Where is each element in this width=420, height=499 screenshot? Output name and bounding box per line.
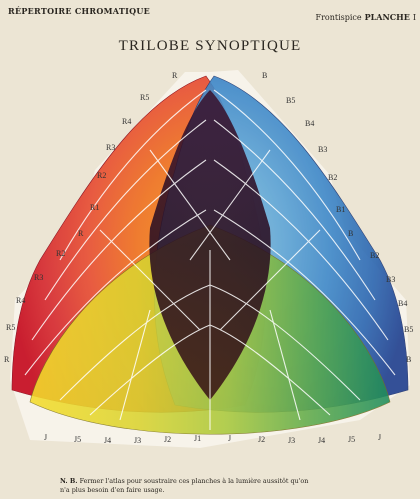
red-label: R xyxy=(4,355,10,364)
footnote-line-1: N. B. Fermer l'atlas pour soustraire ces… xyxy=(60,477,308,486)
yellow-label: J2 xyxy=(258,435,265,444)
yellow-label: J5 xyxy=(348,435,355,444)
yellow-label: J4 xyxy=(104,436,111,445)
red-label: R xyxy=(172,71,178,80)
footnote: N. B. Fermer l'atlas pour soustraire ces… xyxy=(60,477,308,495)
yellow-label: J xyxy=(44,433,47,442)
yellow-label: J3 xyxy=(288,436,295,445)
red-label: R3 xyxy=(106,143,115,152)
red-label: R5 xyxy=(140,93,149,102)
blue-label: B2 xyxy=(370,251,379,260)
blue-label: B3 xyxy=(386,275,395,284)
yellow-label: J5 xyxy=(74,435,81,444)
blue-label: B5 xyxy=(404,325,413,334)
blue-label: B1 xyxy=(336,205,345,214)
blue-label: B4 xyxy=(305,119,314,128)
yellow-label: J4 xyxy=(318,436,325,445)
red-label: R2 xyxy=(56,249,65,258)
footnote-line-2: n'a plus besoin d'en faire usage. xyxy=(60,486,308,495)
blue-label: B4 xyxy=(398,299,407,308)
red-label: R xyxy=(78,229,84,238)
yellow-label: J xyxy=(378,433,381,442)
blue-label: B xyxy=(406,355,411,364)
blue-label: B xyxy=(348,229,353,238)
footnote-marker: N. B. xyxy=(60,477,78,485)
red-label: R1 xyxy=(90,203,99,212)
red-label: R5 xyxy=(6,323,15,332)
blue-label: B5 xyxy=(286,96,295,105)
red-label: R4 xyxy=(122,117,131,126)
yellow-label: J xyxy=(228,434,231,443)
blue-label: B2 xyxy=(328,173,337,182)
red-label: R4 xyxy=(16,296,25,305)
red-label: R2 xyxy=(97,171,106,180)
red-label: R3 xyxy=(34,273,43,282)
yellow-label: J3 xyxy=(134,436,141,445)
blue-label: B3 xyxy=(318,145,327,154)
footnote-text-1: Fermer l'atlas pour soustraire ces planc… xyxy=(80,477,309,485)
yellow-label: J2 xyxy=(164,435,171,444)
yellow-label: J1 xyxy=(194,434,201,443)
blue-label: B xyxy=(262,71,267,80)
